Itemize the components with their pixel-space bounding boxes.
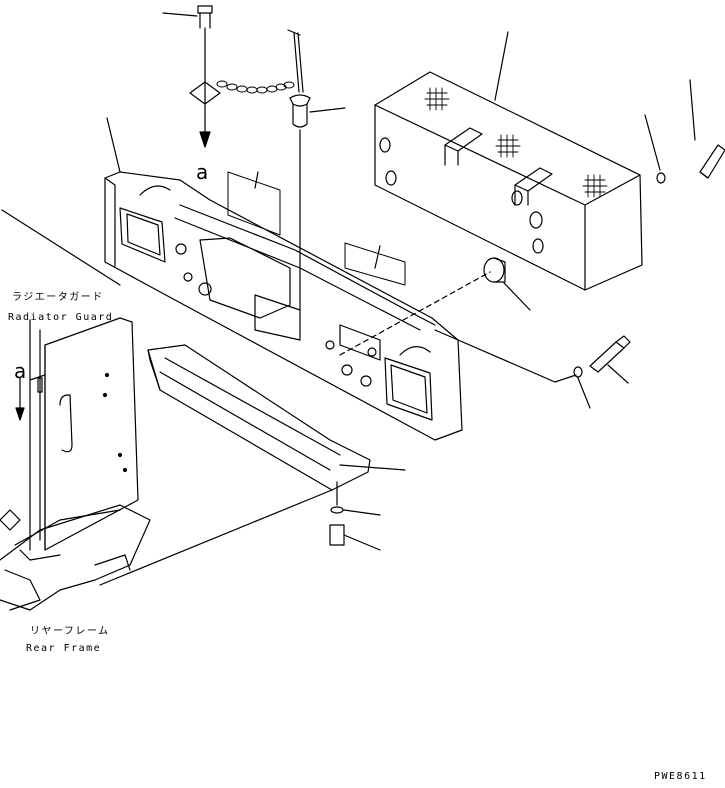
rear-frame bbox=[0, 504, 151, 611]
weight-bracket bbox=[104, 117, 491, 441]
bolt-path-dashed bbox=[339, 271, 491, 356]
lower-bolt bbox=[589, 341, 625, 373]
hatch-pad-2 bbox=[495, 134, 521, 158]
leader-line-spacer bbox=[503, 282, 531, 311]
drawing-code: PWE8611 bbox=[654, 771, 707, 782]
hatch-pad-3 bbox=[582, 174, 608, 198]
counterweight-block bbox=[374, 31, 643, 291]
ref-mark-a-left: a bbox=[14, 359, 27, 383]
leader-line-bracket bbox=[106, 117, 121, 173]
spacer bbox=[483, 257, 531, 311]
chain bbox=[216, 80, 295, 94]
side-bolt-assembly bbox=[644, 79, 725, 184]
ref-mark-a-top: a bbox=[196, 160, 209, 184]
insertion-arrow bbox=[199, 131, 211, 148]
hatch-pad-1 bbox=[424, 87, 450, 111]
pin-bolt-assembly bbox=[162, 5, 346, 311]
leader-line-pin bbox=[309, 107, 346, 113]
radiator-guard-label-en: Radiator Guard bbox=[8, 312, 114, 323]
radiator-guard-label-jp: ラジエータガード bbox=[12, 292, 104, 303]
chain-plate bbox=[189, 81, 221, 105]
cover-washer bbox=[330, 506, 344, 514]
leader-line-counterweight bbox=[494, 31, 509, 101]
lower-bolt-assembly bbox=[434, 329, 631, 409]
rear-frame-label-jp: リヤーフレーム bbox=[30, 626, 110, 637]
leader-line-cover bbox=[339, 464, 406, 471]
leader-line-bolt bbox=[162, 12, 198, 17]
radiator-guard bbox=[1, 209, 139, 551]
side-bolt bbox=[699, 144, 725, 179]
washer bbox=[656, 172, 666, 184]
under-cover bbox=[99, 344, 406, 586]
cover-bolt bbox=[329, 524, 345, 546]
top-bolt-head bbox=[197, 5, 213, 14]
rear-frame-label-en: Rear Frame bbox=[26, 643, 102, 654]
ref-arrow-a bbox=[15, 407, 25, 421]
lower-washer bbox=[573, 366, 583, 378]
